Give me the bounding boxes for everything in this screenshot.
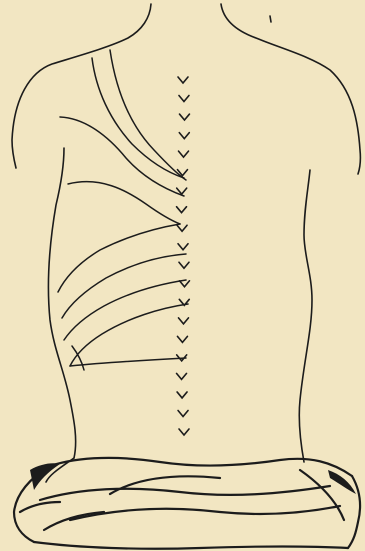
rib-upper-1	[92, 58, 184, 178]
spine-marks	[177, 77, 190, 435]
vertebra-mark	[179, 151, 189, 157]
rib-lines	[58, 50, 188, 370]
vertebra-mark	[179, 96, 189, 102]
right-arm-line	[299, 170, 312, 462]
neck-mark	[270, 16, 271, 22]
rib-upper-3	[60, 117, 184, 196]
vertebra-mark	[179, 429, 189, 435]
cloth-fold-1	[40, 486, 330, 500]
rib-lower-5	[70, 358, 186, 366]
vertebra-mark	[178, 244, 188, 250]
vertebra-mark	[177, 336, 187, 342]
rib-lower-3	[64, 280, 186, 340]
left-arm-line	[48, 148, 75, 458]
vertebra-mark	[178, 410, 188, 416]
vertebra-mark	[177, 373, 187, 379]
vertebra-mark	[178, 318, 188, 324]
body-outline	[12, 4, 360, 482]
vertebra-mark	[179, 281, 189, 287]
cloth-top-edge	[50, 458, 352, 476]
vertebra-mark	[177, 392, 187, 398]
vertebra-mark	[177, 225, 187, 231]
vertebra-mark	[179, 262, 189, 268]
vertebra-mark	[179, 133, 189, 139]
neck-right-line	[221, 4, 360, 174]
cloth-shadow-right	[328, 470, 356, 494]
cloth-bottom-edge	[34, 542, 348, 549]
cloth-fold-6	[20, 502, 60, 512]
rib-upper-4	[68, 182, 180, 224]
waist-cloth	[14, 458, 360, 549]
neck-left-line	[12, 4, 151, 168]
rib-lower-4	[70, 304, 188, 366]
vertebra-mark	[177, 207, 187, 213]
rib-upper-2	[110, 50, 186, 180]
cloth-shadow-left	[30, 463, 60, 490]
vertebra-mark	[178, 77, 188, 83]
cloth-fold-2	[70, 506, 340, 520]
vertebra-mark	[179, 114, 189, 120]
